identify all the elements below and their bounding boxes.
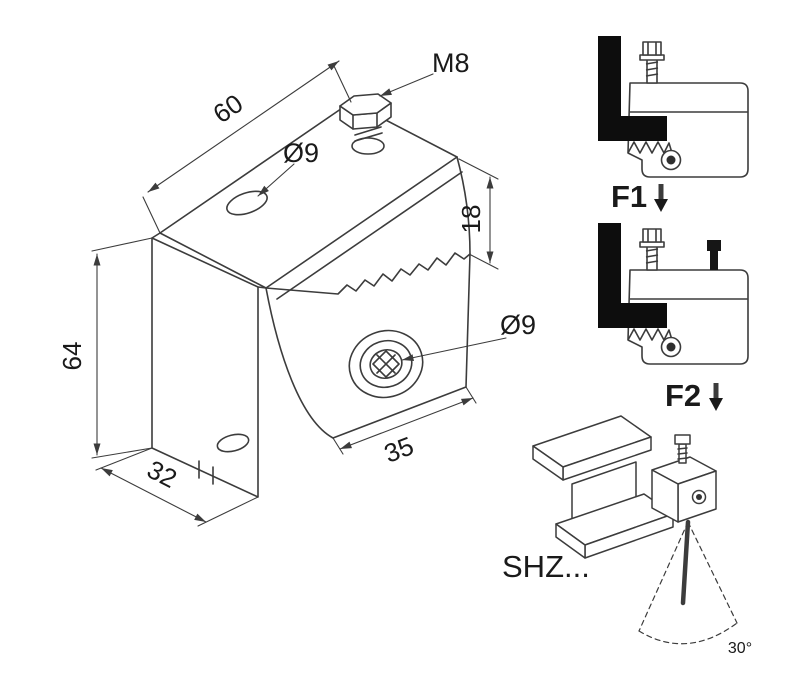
set-screw — [707, 240, 721, 270]
f2-down-arrow-icon — [709, 383, 723, 411]
dim-18-label: 18 — [456, 205, 486, 234]
beam-flange — [598, 36, 667, 141]
dimension-35 — [332, 386, 477, 455]
bottom-hole — [216, 433, 250, 453]
left-wall-face — [151, 237, 259, 498]
right-bend-edge — [456, 156, 471, 255]
top-plate-underside-edge — [276, 171, 463, 300]
dimension-64 — [91, 237, 153, 459]
swing-angle-label: 30° — [728, 640, 752, 657]
dimension-18 — [458, 158, 499, 270]
edge-connectors — [151, 232, 267, 289]
swing-range-dashed — [638, 521, 738, 645]
product-name-label: SHZ... — [502, 549, 590, 584]
serration — [627, 141, 673, 154]
f1-down-arrow-icon — [654, 184, 668, 212]
load-case-f1-diagram — [598, 36, 749, 212]
bolt-size-label: M8 — [432, 48, 470, 78]
dimension-32 — [95, 447, 259, 527]
dim-60-label: 60 — [208, 88, 249, 129]
leader-bolt — [379, 73, 434, 97]
top-hole-dia-label: Ø9 — [283, 138, 319, 168]
leader-top-hole — [257, 163, 295, 197]
pivot-center — [666, 342, 676, 352]
dim-32-label: 32 — [142, 454, 181, 494]
top-hole — [226, 190, 268, 216]
force-f2-label: F2 — [665, 378, 701, 413]
force-f1-label: F1 — [611, 179, 647, 214]
shz-clamp — [651, 434, 717, 523]
application-illustration — [532, 415, 738, 645]
angle-arc — [638, 622, 738, 645]
dimension-60 — [142, 60, 352, 234]
serration — [627, 328, 673, 341]
dim-35-label: 35 — [380, 430, 418, 468]
hanger-rod — [680, 519, 691, 606]
beam-flange — [598, 223, 667, 328]
dim-64-label: 64 — [57, 342, 87, 371]
front-hole-dia-label: Ø9 — [500, 310, 536, 340]
front-hole-washer — [348, 329, 424, 399]
leader-front-hole — [401, 337, 507, 362]
hex-bolt — [339, 93, 392, 155]
main-drawing — [91, 60, 507, 527]
top-face — [159, 101, 458, 289]
load-case-f2-diagram — [598, 223, 749, 411]
clamp-bolt — [639, 41, 665, 84]
clamp-profile — [627, 82, 749, 178]
i-beam — [532, 415, 674, 559]
clamp-profile — [627, 269, 749, 365]
dimensions — [91, 60, 507, 527]
pivot-center — [666, 155, 676, 165]
clamp-bolt — [639, 228, 665, 271]
